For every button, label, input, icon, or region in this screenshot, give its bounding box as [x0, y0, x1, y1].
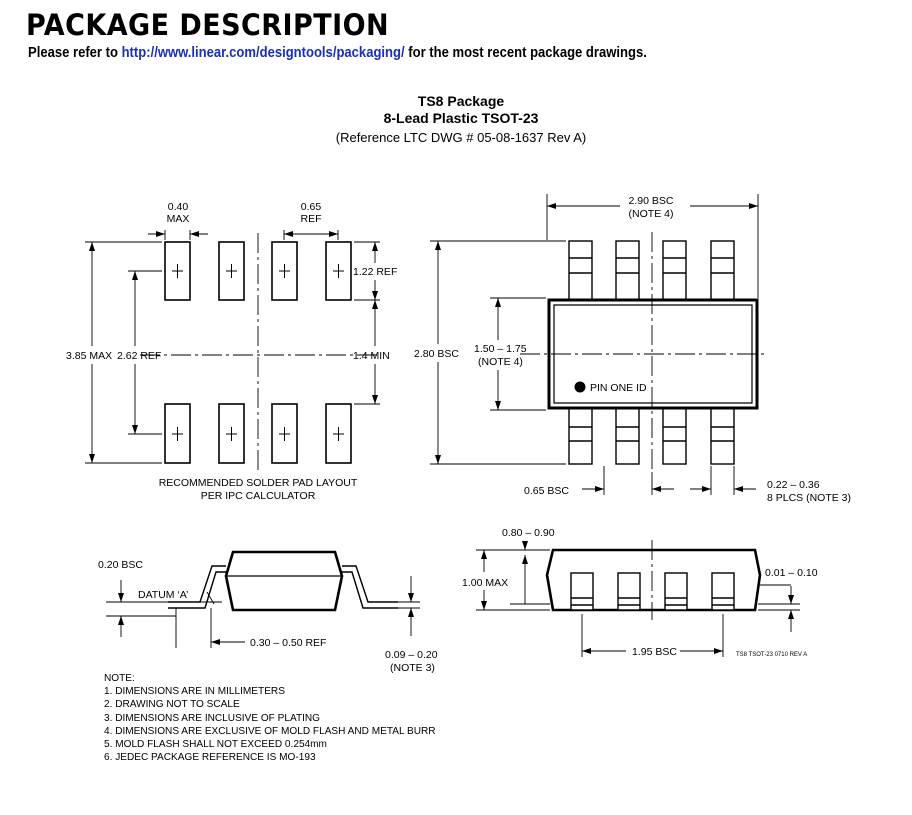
- package-name: TS8 Package: [417, 93, 505, 109]
- note-item: 2. DRAWING NOT TO SCALE: [104, 698, 240, 711]
- end-body: [545, 548, 762, 612]
- note-item: 5. MOLD FLASH SHALL NOT EXCEED 0.254mm: [104, 738, 327, 751]
- solder-pad-layout: [85, 230, 380, 472]
- dim-lead-thickness: 0.09 – 0.20: [385, 649, 438, 661]
- dim-outer-lead-span: 1.95 BSC: [632, 646, 677, 658]
- note-item: 6. JEDEC PACKAGE REFERENCE IS MO-193: [104, 751, 316, 764]
- top-view-labels: 2.90 BSC (NOTE 4) 2.80 BSC 1.50 – 1.75 (…: [414, 195, 851, 504]
- dim-body-height: 0.80 – 0.90: [502, 527, 555, 539]
- notes: NOTE: 1. DIMENSIONS ARE IN MILLIMETERS 2…: [104, 672, 436, 764]
- dim-overall-height: 1.00 MAX: [462, 577, 508, 589]
- dim-body-width-note: (NOTE 4): [478, 356, 523, 368]
- dim-foot-length: 0.30 – 0.50 REF: [250, 637, 326, 649]
- pad-row-bottom: [164, 403, 352, 464]
- top-view: [430, 194, 768, 495]
- pad-center-marks: [172, 264, 344, 441]
- intro-after: for the most recent package drawings.: [404, 45, 647, 61]
- side-view: [106, 550, 420, 648]
- note-item: 3. DIMENSIONS ARE INCLUSIVE OF PLATING: [104, 711, 321, 724]
- dim-standoff: 0.01 – 0.10: [765, 567, 818, 579]
- note-item: 1. DIMENSIONS ARE IN MILLIMETERS: [104, 685, 285, 698]
- pad-center-lines: [140, 233, 378, 472]
- dim-gauge-plane: 0.20 BSC: [98, 559, 143, 571]
- side-view-labels: 0.20 BSC DATUM ‘A’ 0.30 – 0.50 REF 0.09 …: [98, 559, 438, 674]
- end-view-labels: 0.80 – 0.90 1.00 MAX 0.01 – 0.10 1.95 BS…: [462, 527, 818, 658]
- side-body: [224, 550, 344, 612]
- intro-before: Please refer to: [28, 45, 122, 61]
- end-leads: [570, 572, 735, 611]
- packaging-link[interactable]: http://www.linear.com/designtools/packag…: [121, 45, 405, 61]
- dim-pad-gap: 1.4 MIN: [353, 350, 390, 362]
- intro-text: Please refer to http://www.linear.com/de…: [28, 45, 647, 61]
- dim-pad-width: 0.40: [168, 201, 189, 213]
- end-view: [476, 540, 800, 657]
- pad-layout-labels: 0.40 MAX 0.65 REF 1.22 REF 1.4 MIN 3.85 …: [66, 201, 397, 502]
- dim-pad-length: 1.22 REF: [353, 266, 397, 278]
- dim-center-span: 2.62 REF: [117, 350, 161, 362]
- dim-lead-width-note: 8 PLCS (NOTE 3): [767, 492, 851, 504]
- dim-lead-span: 2.80 BSC: [414, 348, 459, 360]
- datum-label: DATUM ‘A’: [138, 589, 188, 601]
- leads-top: [568, 240, 735, 301]
- dim-pad-pitch: 0.65: [301, 201, 322, 213]
- leads-bottom: [568, 407, 735, 465]
- dim-pad-width-sub: MAX: [167, 213, 190, 225]
- pin-one-label: PIN ONE ID: [590, 382, 647, 394]
- pin-one-dot: [574, 381, 586, 393]
- pad-caption-2: PER IPC CALCULATOR: [201, 490, 316, 502]
- dim-body-length-note: (NOTE 4): [629, 208, 674, 220]
- pad-dimension-lines: [85, 230, 380, 464]
- dim-lead-width: 0.22 – 0.36: [767, 479, 820, 491]
- dim-overall-length: 3.85 MAX: [66, 350, 112, 362]
- pad-caption-1: RECOMMENDED SOLDER PAD LAYOUT: [159, 477, 358, 489]
- dim-lead-thickness-note: (NOTE 3): [390, 662, 435, 674]
- note-item: 4. DIMENSIONS ARE EXCLUSIVE OF MOLD FLAS…: [104, 724, 436, 737]
- package-reference: (Reference LTC DWG # 05-08-1637 Rev A): [335, 130, 587, 145]
- notes-heading: NOTE:: [104, 672, 135, 684]
- dim-pad-pitch-sub: REF: [301, 213, 322, 225]
- drawing-id: TS8 TSOT-23 0710 REV A: [736, 652, 807, 658]
- dim-lead-pitch: 0.65 BSC: [524, 485, 569, 497]
- page-title: PACKAGE DESCRIPTION: [26, 8, 390, 42]
- dim-body-width: 1.50 – 1.75: [474, 343, 527, 355]
- package-description: 8-Lead Plastic TSOT-23: [383, 110, 539, 126]
- pad-row-top: [164, 241, 352, 301]
- dim-body-length: 2.90 BSC: [629, 195, 674, 207]
